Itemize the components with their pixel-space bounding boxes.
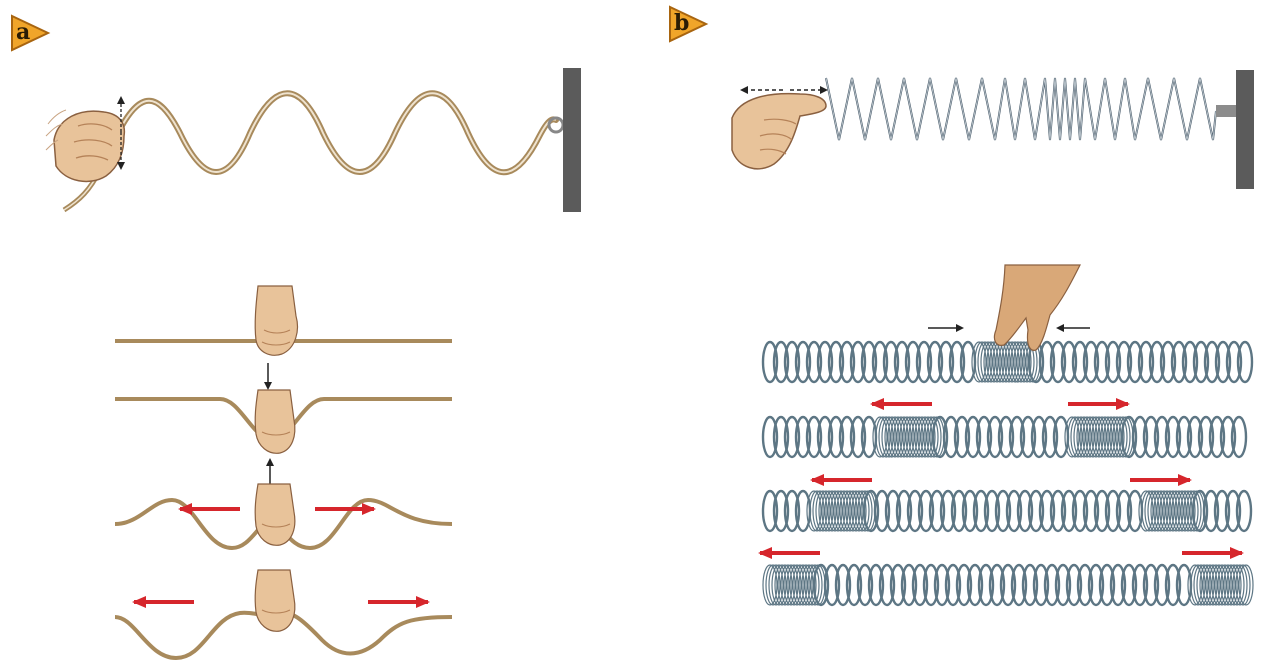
hand-icon [732, 94, 826, 169]
hand-icon [255, 390, 295, 453]
slinky-row-1 [763, 342, 1252, 382]
wall-icon [1236, 70, 1254, 189]
spring-mount [1216, 105, 1236, 117]
panel-a-top [46, 68, 581, 212]
slinky-row-4 [763, 565, 1253, 605]
hand-icon [255, 484, 295, 545]
panel-b-top [732, 70, 1254, 189]
panel-a-sequence [115, 286, 452, 658]
transverse-rope [118, 93, 556, 172]
wall-icon [563, 68, 581, 212]
hand-icon [994, 265, 1080, 350]
hand-icon [255, 570, 295, 631]
slinky-row-2 [763, 417, 1246, 457]
panel-b-sequence [760, 265, 1253, 605]
hand-icon [255, 286, 297, 355]
slinky-row-3 [763, 491, 1251, 531]
hand-icon [46, 110, 124, 181]
